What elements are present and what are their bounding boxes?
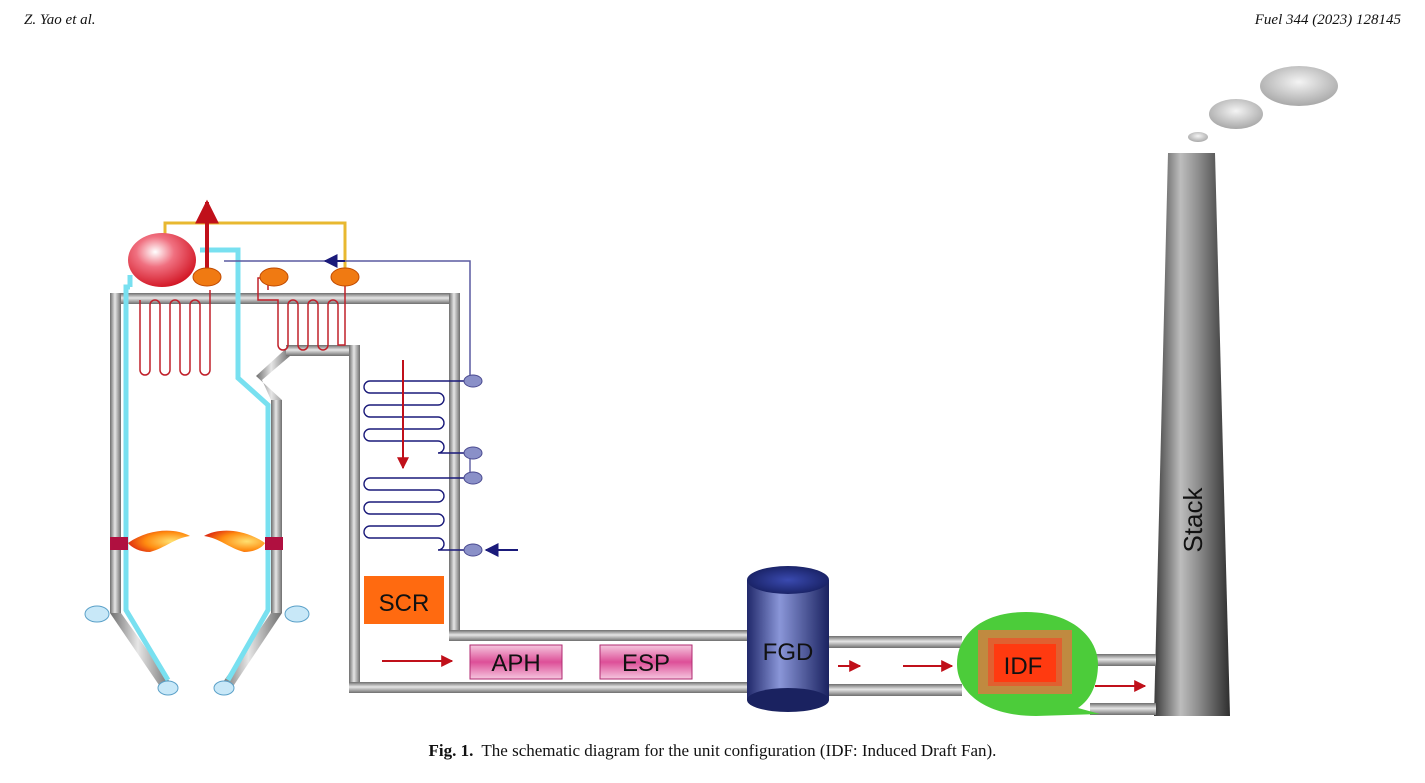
burners	[110, 530, 283, 552]
fgd-tower	[747, 566, 829, 712]
fgd-label: FGD	[763, 639, 814, 666]
running-header-author: Z. Yao et al.	[24, 12, 96, 28]
duct-lower	[349, 682, 749, 693]
duct-upper	[449, 630, 749, 641]
esp-box	[599, 644, 693, 680]
running-header-journal: Fuel 344 (2023) 128145	[1254, 12, 1401, 28]
figure-caption-text: The schematic diagram for the unit confi…	[481, 741, 997, 760]
esp-label: ESP	[622, 650, 670, 677]
figure-number: Fig. 1.	[428, 741, 474, 760]
water-wall-tubes	[123, 247, 271, 682]
aph-label: APH	[491, 650, 540, 677]
idf-fan	[957, 612, 1100, 716]
smoke-puffs	[1188, 66, 1338, 142]
stack-label: Stack	[1178, 486, 1208, 552]
economizer-headers	[463, 374, 483, 557]
scr-box	[364, 576, 444, 624]
duct-fgd-idf	[826, 636, 1156, 715]
figure-caption: Fig. 1. The schematic diagram for the uni…	[0, 741, 1425, 761]
steam-drum	[128, 233, 196, 287]
aph-box	[469, 644, 563, 680]
superheater-coils	[139, 277, 346, 376]
idf-label: IDF	[1004, 653, 1043, 680]
bottom-headers	[84, 605, 310, 696]
unit-configuration-diagram: Stack	[84, 66, 1338, 716]
scr-label: SCR	[379, 590, 430, 617]
stack-chimney	[1154, 153, 1230, 716]
orange-headers	[192, 267, 360, 287]
boiler-furnace	[110, 293, 460, 693]
feedwater-line	[224, 260, 471, 380]
